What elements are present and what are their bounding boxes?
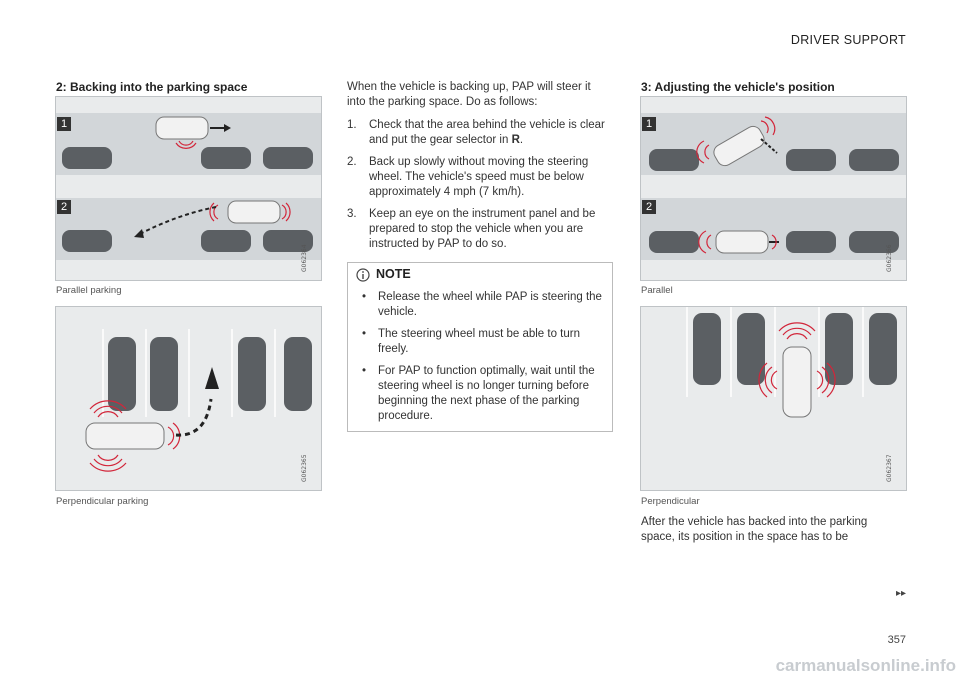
step-label-2: 2: [57, 200, 71, 214]
perpendicular-adjust-illustration: G062367: [641, 307, 906, 490]
step-number: 3.: [347, 208, 357, 220]
parallel-parking-figure: G062364 1 2: [55, 96, 322, 281]
figure-code: G062365: [301, 454, 308, 482]
perpendicular-parking-illustration: G062365: [56, 307, 321, 490]
note-item: Release the wheel while PAP is steering …: [348, 290, 612, 320]
gear-r: R: [511, 134, 520, 146]
note-list: Release the wheel while PAP is steering …: [348, 290, 612, 424]
perpendicular-parking-figure: G062365: [55, 306, 322, 491]
step-label-1: 1: [57, 117, 71, 131]
steps-list: 1. Check that the area behind the vehicle…: [347, 118, 611, 252]
step-text-end: .: [519, 134, 524, 146]
middle-column: When the vehicle is backing up, PAP will…: [347, 80, 611, 259]
figure-code: G062366: [886, 244, 893, 272]
parallel-adjust-illustration: G062366: [641, 97, 906, 280]
continue-marker: ▸▸: [895, 588, 906, 599]
section2-heading: 2: Backing into the parking space: [56, 80, 248, 94]
step-number: 2.: [347, 156, 357, 168]
note-item: For PAP to function optimally, wait unti…: [348, 364, 612, 424]
perpendicular-adjust-figure: G062367: [640, 306, 907, 491]
note-item: The steering wheel must be able to turn …: [348, 327, 612, 357]
step-text: Back up slowly without moving the steeri…: [369, 156, 589, 198]
note-title: NOTE: [376, 267, 411, 281]
running-header: DRIVER SUPPORT: [790, 33, 906, 47]
intro-paragraph: When the vehicle is backing up, PAP will…: [347, 81, 591, 108]
info-icon: [356, 267, 370, 282]
step-item: 1. Check that the area behind the vehicle…: [347, 118, 611, 148]
parallel-parking-illustration: G062364: [56, 97, 321, 280]
page-number: 357: [887, 634, 906, 646]
figure-code: G062367: [886, 454, 893, 482]
parallel-caption: Parallel: [641, 285, 673, 296]
step-label-2: 2: [642, 200, 656, 214]
parallel-parking-caption: Parallel parking: [56, 285, 122, 296]
step-label-1: 1: [642, 117, 656, 131]
step-item: 2. Back up slowly without moving the stee…: [347, 155, 611, 200]
parallel-adjust-figure: G062366 1 2: [640, 96, 907, 281]
note-header: NOTE: [348, 263, 612, 286]
step-number: 1.: [347, 119, 357, 131]
step-item: 3. Keep an eye on the instrument panel an…: [347, 207, 611, 252]
figure-code: G062364: [301, 244, 308, 272]
watermark: carmanualsonline.info: [775, 656, 956, 675]
section3-heading: 3: Adjusting the vehicle's position: [641, 80, 835, 94]
step-text: Check that the area behind the vehicle i…: [369, 119, 605, 146]
perpendicular-caption: Perpendicular: [641, 496, 700, 507]
perpendicular-parking-caption: Perpendicular parking: [56, 496, 149, 507]
note-box: NOTE Release the wheel while PAP is stee…: [347, 262, 613, 432]
section3-body: After the vehicle has backed into the pa…: [641, 516, 868, 543]
step-text: Keep an eye on the instrument panel and …: [369, 208, 596, 250]
